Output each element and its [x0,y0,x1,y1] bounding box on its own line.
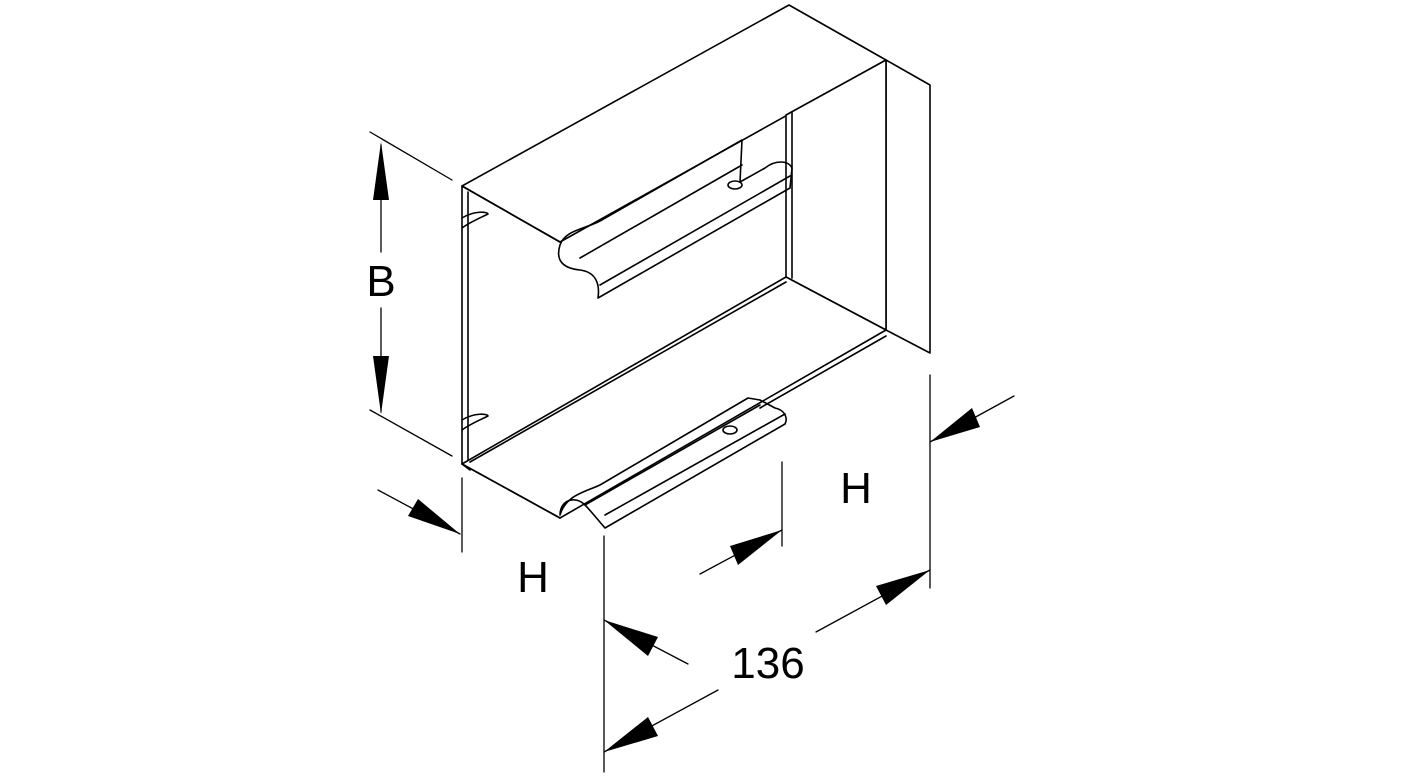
bottom-panel [461,276,887,519]
dimension-b: B [366,131,453,457]
end-plate [885,59,931,354]
arrow-up-icon [373,142,389,200]
dimension-length: 136 [603,535,931,773]
dimension-h-right: H [840,374,1015,589]
upper-rail [557,139,793,299]
dimension-label-length: 136 [731,639,804,688]
arrow-right-icon [730,530,782,565]
arrow-left-icon [930,408,980,442]
arrow-right-icon [408,499,460,534]
arrow-down-icon [373,356,389,414]
lower-rail [559,397,787,529]
dimension-label-h-left: H [517,553,549,602]
part-outline [461,4,931,529]
dimension-label-h-right: H [840,464,872,513]
dimension-h-left: H [377,461,783,602]
arrow-left-icon [604,717,658,752]
arrow-left-icon [604,620,658,656]
arrow-right-icon [876,570,930,605]
dimension-label-b: B [366,257,395,306]
